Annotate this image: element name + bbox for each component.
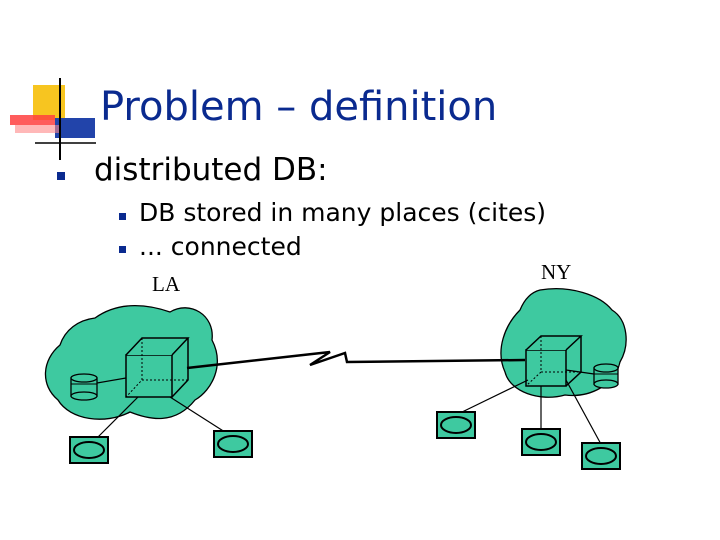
wan-link (187, 352, 525, 368)
la-terminal-1 (70, 437, 108, 463)
la-database-icon (71, 374, 97, 400)
ny-terminal-3 (582, 443, 620, 469)
ny-terminal-2 (522, 429, 560, 455)
ny-terminal-1 (437, 412, 475, 438)
la-terminal-2 (214, 431, 252, 457)
ny-database-icon (594, 364, 618, 388)
